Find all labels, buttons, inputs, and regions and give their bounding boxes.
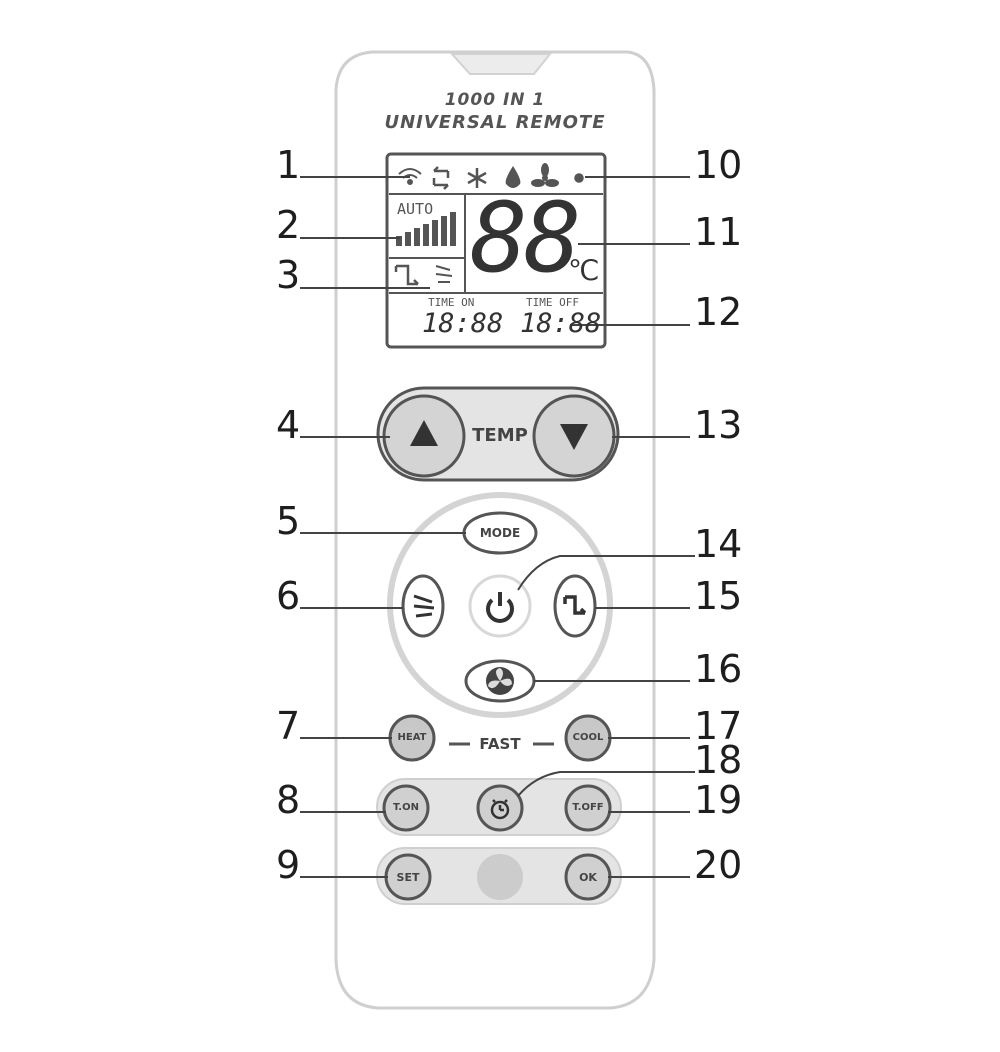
- fan-icon: [486, 667, 514, 695]
- callout-2: 2: [276, 203, 301, 247]
- callout-9: 9: [276, 843, 301, 887]
- sleep-icon: [413, 594, 435, 618]
- snowflake-icon: [467, 168, 487, 188]
- blank-button[interactable]: [477, 854, 523, 900]
- swing-icon: [432, 166, 450, 190]
- callout-10: 10: [694, 143, 743, 187]
- ok-label: OK: [579, 871, 597, 884]
- lcd-timer-off-label: TIME OFF: [526, 296, 579, 309]
- timer-off-button[interactable]: [564, 784, 612, 832]
- callout-5: 5: [276, 499, 301, 543]
- lcd-timer-on-label: TIME ON: [428, 296, 475, 309]
- timer-on-button[interactable]: [382, 784, 430, 832]
- fan-speed-bars: [396, 212, 456, 246]
- callout-1: 1: [276, 143, 301, 187]
- sun-icon: [574, 173, 584, 183]
- ir-window: [449, 53, 553, 75]
- control-ring: [387, 492, 613, 718]
- lcd-screen: [385, 152, 607, 349]
- set-label: SET: [396, 871, 420, 884]
- lcd-clock-on: 18:88: [422, 308, 504, 339]
- clock-icon: [490, 799, 510, 820]
- swing-icon: [563, 595, 587, 615]
- callout-15: 15: [694, 574, 743, 618]
- callout-4: 4: [276, 403, 301, 447]
- fast-label: FAST: [479, 735, 521, 753]
- lcd-temperature: 88: [470, 182, 582, 294]
- callout-19: 19: [694, 778, 743, 822]
- fan-icon: [531, 163, 559, 187]
- mode-label: MODE: [479, 526, 521, 540]
- cool-label: COOL: [572, 732, 604, 743]
- callout-lines: [300, 176, 695, 878]
- heat-label: HEAT: [397, 732, 427, 743]
- callout-20: 20: [694, 843, 743, 887]
- lcd-temp-unit: ℃: [568, 254, 600, 287]
- down-arrow-icon: [560, 424, 588, 450]
- callout-13: 13: [694, 403, 743, 447]
- callout-14: 14: [694, 522, 743, 566]
- callout-17: 17: [694, 704, 743, 748]
- sleep-icon: [435, 265, 453, 283]
- timer-on-label: T.ON: [393, 802, 419, 813]
- callout-8: 8: [276, 778, 301, 822]
- callout-7: 7: [276, 704, 301, 748]
- callout-6: 6: [276, 574, 301, 618]
- callout-16: 16: [694, 647, 743, 691]
- remote-title-line2: UNIVERSAL REMOTE: [384, 112, 606, 133]
- remote-title-line1: 1000 IN 1: [444, 90, 546, 110]
- swing-icon: [394, 264, 419, 286]
- water-drop-icon: [505, 166, 521, 188]
- power-icon: [486, 592, 514, 623]
- callout-18: 18: [694, 738, 743, 782]
- callout-12: 12: [694, 290, 743, 334]
- lcd-clock-off: 18:88: [520, 308, 602, 339]
- lcd-auto-label: AUTO: [397, 200, 434, 218]
- timer-off-label: T.OFF: [572, 802, 604, 813]
- callout-11: 11: [694, 210, 743, 254]
- temp-label: TEMP: [472, 425, 528, 446]
- up-arrow-icon: [410, 420, 438, 446]
- callout-3: 3: [276, 253, 301, 297]
